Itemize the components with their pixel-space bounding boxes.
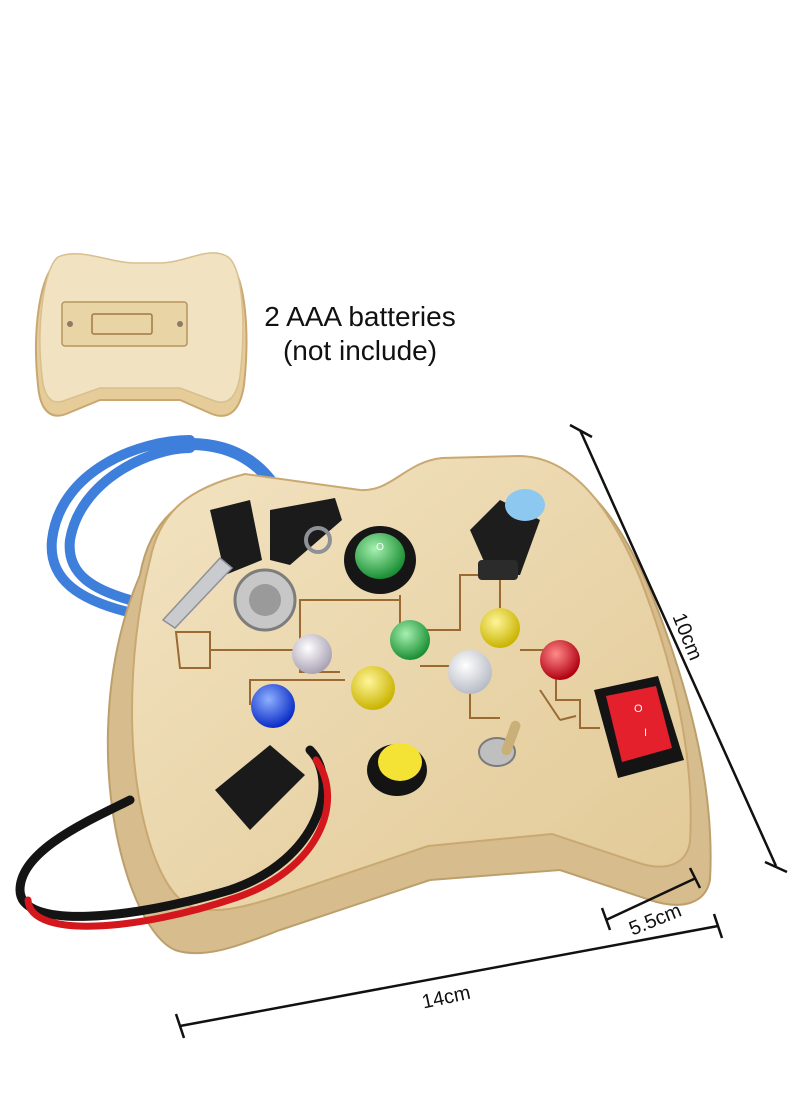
yellow-led-2 [351, 666, 395, 710]
rotary-knob [470, 489, 545, 580]
key-switch [161, 498, 342, 632]
battery-caption-line2: (not include) [282, 335, 438, 366]
blue-led [251, 684, 295, 728]
led-bulbs [251, 608, 580, 728]
toggle-switch [478, 720, 521, 767]
height-dimension-line [578, 429, 778, 867]
battery-caption-line1: 2 AAA batteries [264, 301, 456, 332]
svg-text:O: O [376, 542, 384, 553]
depth-dimension-line [605, 876, 697, 922]
key-head-icon [210, 500, 262, 575]
svg-text:O: O [634, 703, 643, 715]
battery-icon [91, 313, 153, 335]
red-rocker-switch: O I [594, 676, 684, 778]
clear-led [292, 634, 332, 674]
plug-icon [215, 745, 305, 830]
green-rocker-switch: O [344, 526, 416, 594]
green-led [390, 620, 430, 660]
key-blade-icon [161, 556, 234, 629]
battery-compartment-thumbnail [35, 252, 248, 417]
yellow-push-button [367, 743, 427, 796]
dimension-lines [174, 423, 788, 1039]
yellow-led [480, 608, 520, 648]
red-led [540, 640, 580, 680]
width-dimension-line [179, 924, 719, 1028]
svg-text:I: I [644, 727, 647, 739]
battery-caption: 2 AAA batteries (not include) [230, 300, 490, 368]
ribbon-loop [46, 435, 195, 617]
white-led [448, 650, 492, 694]
power-cable [15, 745, 332, 930]
battery-cover [61, 301, 188, 347]
